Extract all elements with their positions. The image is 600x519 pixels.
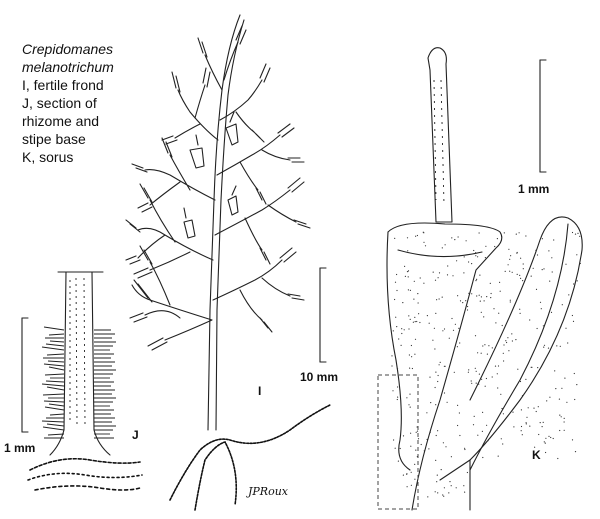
scale-label-k: 1 mm <box>518 182 550 196</box>
scale-label-i: 10 mm <box>300 370 339 384</box>
inset-frame <box>377 374 419 510</box>
stippling <box>391 231 581 498</box>
figure-label-j: J <box>132 428 139 442</box>
species-name-line1: Crepidomanes <box>22 41 114 57</box>
scale-label-j: 1 mm <box>4 441 36 455</box>
figure-k-drawing <box>386 47 583 511</box>
figure-caption: Crepidomanes melanotrichum I, fertile fr… <box>22 40 114 166</box>
figure-i-drawing <box>125 14 331 511</box>
caption-item: stipe base <box>22 131 86 147</box>
sorus-mark <box>225 123 239 146</box>
stipe-hairs <box>41 326 116 439</box>
figure-j-drawing <box>27 271 143 491</box>
artist-signature: JPRoux <box>248 485 289 498</box>
caption-item: J, section of <box>22 95 97 111</box>
caption-item: K, sorus <box>22 149 74 165</box>
sorus-mark <box>227 195 239 216</box>
caption-item: I, fertile frond <box>22 77 104 93</box>
sorus-mark <box>189 147 205 169</box>
figure-label-i: I <box>258 384 262 398</box>
caption-item: rhizome and <box>22 113 100 129</box>
frond-segments <box>125 25 311 351</box>
figure-label-k: K <box>532 448 541 462</box>
species-name-line2: melanotrichum <box>22 59 114 75</box>
sorus-mark <box>183 219 196 239</box>
